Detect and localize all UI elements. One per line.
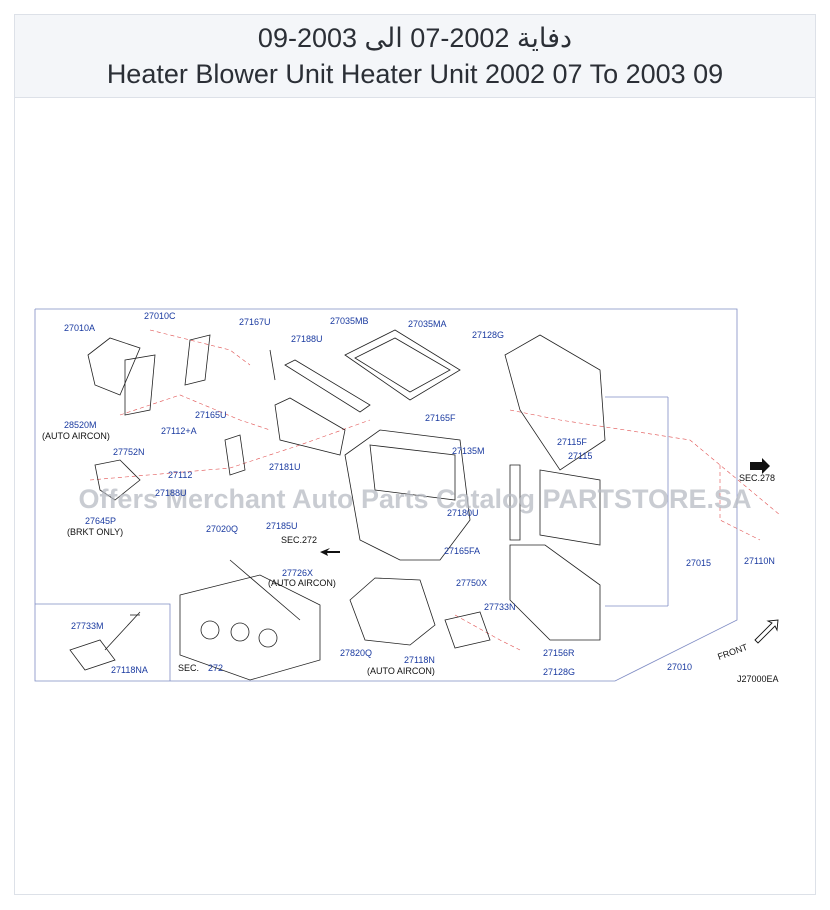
part-label[interactable]: 27167U: [239, 317, 271, 327]
part-label[interactable]: 27020Q: [206, 524, 238, 534]
page-header: دفاية 2002-07 الى 2003-09 Heater Blower …: [15, 15, 815, 98]
part-label[interactable]: 27010: [667, 662, 692, 672]
part-label[interactable]: 27115: [568, 451, 592, 461]
part-label[interactable]: 27035MB: [330, 316, 369, 326]
control-panel: [179, 574, 321, 681]
part-label[interactable]: 27010A: [64, 323, 95, 333]
bracket-27645p: [94, 459, 141, 501]
sec278-arrow-icon: [750, 458, 770, 474]
watermark: Offers Merchant Auto Parts Catalog PARTS…: [78, 484, 751, 514]
part-label[interactable]: 27185U: [266, 521, 298, 531]
note-brkt-only: (BRKT ONLY): [67, 527, 123, 537]
part-label[interactable]: 27752N: [113, 447, 145, 457]
part-labels: 27010A 27010C 27167U 27035MB 27035MA 271…: [64, 311, 775, 677]
sec272-arrow-icon: [320, 548, 340, 556]
sec-272-ref-prefix: SEC.: [178, 663, 199, 673]
front-label: FRONT: [716, 642, 749, 662]
diagram-frame: [34, 308, 738, 682]
part-label[interactable]: 27110N: [744, 556, 775, 566]
front-arrow-icon: [754, 619, 779, 644]
note-auto-aircon: (AUTO AIRCON): [42, 431, 110, 441]
page-title-english: Heater Blower Unit Heater Unit 2002 07 T…: [106, 59, 724, 89]
sec-272-ref[interactable]: SEC.272: [281, 535, 317, 545]
heater-core: [539, 469, 601, 546]
part-label[interactable]: 27645P: [85, 516, 116, 526]
bracket-28520m: [87, 337, 141, 396]
part-label[interactable]: 27112+A: [161, 426, 197, 436]
part-label[interactable]: 28520M: [64, 420, 97, 430]
amplifier: [444, 611, 491, 649]
part-label[interactable]: 27750X: [456, 578, 487, 588]
part-label[interactable]: 27118N: [404, 655, 435, 665]
part-label[interactable]: 27128G: [472, 330, 504, 340]
part-label[interactable]: 27733M: [71, 621, 104, 631]
part-label[interactable]: 27733N: [484, 602, 516, 612]
part-label[interactable]: 27156R: [543, 648, 575, 658]
note-auto-aircon: (AUTO AIRCON): [268, 578, 336, 588]
arrows: [320, 458, 779, 644]
part-label[interactable]: 27188U: [291, 334, 323, 344]
diagram-card: دفاية 2002-07 الى 2003-09 Heater Blower …: [14, 14, 816, 895]
part-label[interactable]: 27115F: [557, 437, 587, 447]
blower-case: [504, 334, 606, 471]
note-auto-aircon: (AUTO AIRCON): [367, 666, 435, 676]
blower-motor: [349, 577, 436, 646]
part-label[interactable]: 27035MA: [408, 319, 447, 329]
part-label[interactable]: 27128G: [543, 667, 575, 677]
part-label[interactable]: 27165U: [195, 410, 227, 420]
part-label[interactable]: 27165FA: [444, 546, 480, 556]
filter-element: [284, 359, 371, 413]
part-label[interactable]: 27118NA: [111, 665, 148, 675]
part-label[interactable]: 27165F: [425, 413, 456, 423]
lower-case: [509, 544, 601, 641]
diagram-notes: (AUTO AIRCON) (BRKT ONLY) (AUTO AIRCON) …: [42, 431, 779, 684]
part-label[interactable]: 27010C: [144, 311, 176, 321]
sec-278-ref[interactable]: SEC.278: [739, 473, 775, 483]
filter-frame: [344, 329, 461, 401]
page-title-arabic: دفاية 2002-07 الى 2003-09: [257, 23, 573, 53]
part-label[interactable]: 27188U: [155, 488, 187, 498]
sec-272-ref-number[interactable]: 272: [208, 663, 223, 673]
part-label[interactable]: 27820Q: [340, 648, 372, 658]
part-label[interactable]: 27180U: [447, 508, 479, 518]
door-panel: [274, 397, 346, 456]
heater-case: [344, 429, 471, 561]
drawing-code: J27000EA: [737, 674, 779, 684]
components: [69, 329, 606, 681]
part-label[interactable]: 27726X: [282, 568, 313, 578]
part-label[interactable]: 27181U: [269, 462, 301, 472]
part-label[interactable]: 27135M: [452, 446, 485, 456]
part-label[interactable]: 27112: [168, 470, 192, 480]
clip-27733m: [69, 639, 116, 671]
part-label[interactable]: 27015: [686, 558, 711, 568]
reference-lines: [89, 329, 781, 651]
